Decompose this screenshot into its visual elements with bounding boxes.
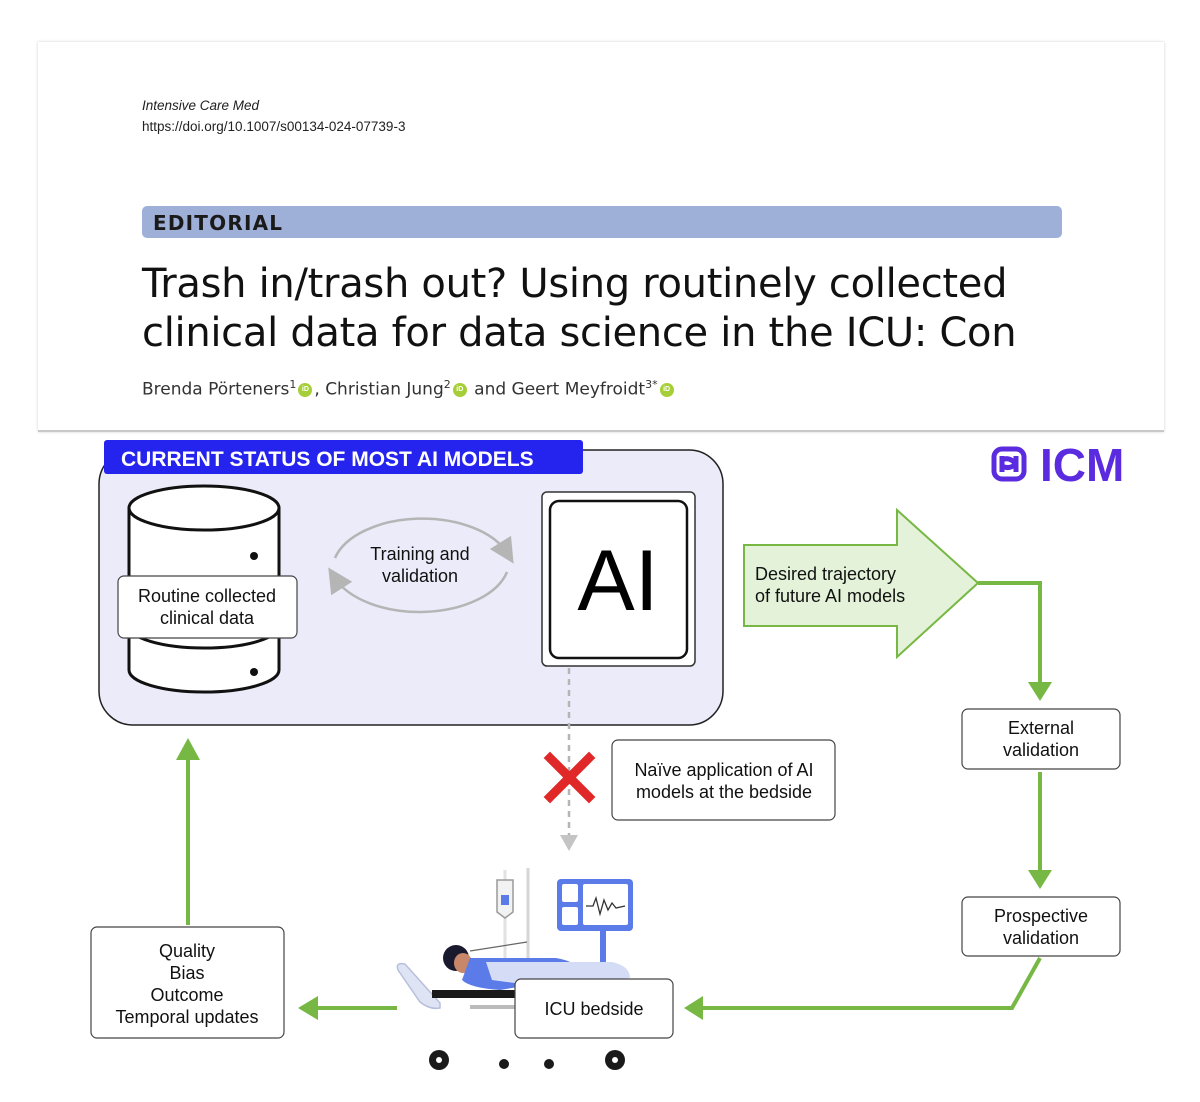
quality-line: Outcome: [150, 985, 223, 1005]
database-label-line1: Routine collected: [138, 586, 276, 606]
external-validation-box: [961, 708, 1121, 770]
status-title-box: [104, 440, 583, 474]
paper-title: Trash in/trash out? Using routinely coll…: [142, 260, 1072, 358]
quality-line: Quality: [159, 941, 215, 961]
naive-label-line1: Naïve application of AI: [634, 760, 813, 780]
section-banner: EDITORIAL: [142, 206, 1062, 238]
database-label-line2: clinical data: [160, 608, 255, 628]
ai-model-label: AI: [577, 533, 658, 629]
prospective-validation-line1: Prospective: [994, 906, 1088, 926]
author-name[interactable]: Brenda Pörteners: [142, 379, 290, 400]
training-label-line1: Training and: [370, 544, 469, 564]
orcid-icon[interactable]: iD: [452, 382, 467, 397]
orcid-icon[interactable]: iD: [298, 382, 313, 397]
status-title: CURRENT STATUS OF MOST AI MODELS: [121, 448, 534, 471]
author-conjunction: and: [474, 379, 507, 400]
training-arrow-bottom: [328, 567, 509, 614]
icu-bedside-label: ICU bedside: [544, 999, 643, 1019]
external-validation-line2: validation: [1003, 740, 1079, 760]
training-arrow-top: [333, 517, 514, 564]
quality-line: Bias: [169, 963, 204, 983]
title-line-1: Trash in/trash out? Using routinely coll…: [142, 261, 1008, 307]
flow-arrowheads: [176, 682, 1052, 1020]
icm-logo: ICM: [991, 439, 1124, 491]
trajectory-label-line1: Desired trajectory: [755, 564, 896, 584]
quality-box: [90, 926, 285, 1039]
orcid-icon[interactable]: iD: [659, 382, 674, 397]
icm-logo-icon: [991, 446, 1027, 482]
ai-model-inner: [548, 499, 689, 660]
validation-flow: [186, 581, 1042, 1010]
external-validation-line1: External: [1008, 718, 1074, 738]
naive-label-line2: models at the bedside: [636, 782, 812, 802]
cross-icon: [543, 751, 596, 804]
icu-bed-illustration: [396, 868, 633, 1070]
trajectory-arrow: [743, 507, 980, 660]
author-affiliation: 3*: [645, 378, 658, 391]
author-name[interactable]: Christian Jung: [325, 379, 444, 400]
naive-arrow-head: [560, 835, 578, 851]
icm-logo-text: ICM: [1040, 439, 1124, 491]
quality-line: Temporal updates: [115, 1007, 258, 1027]
prospective-validation-line2: validation: [1003, 928, 1079, 948]
training-label-line2: validation: [382, 566, 458, 586]
trajectory-label-line2: of future AI models: [755, 586, 905, 606]
graphical-abstract: CURRENT STATUS OF MOST AI MODELS ICM Rou…: [90, 439, 1124, 1070]
author-name[interactable]: Geert Meyfroidt: [511, 379, 646, 400]
paper-header: Intensive Care Med https://doi.org/10.10…: [38, 42, 1164, 432]
author-affiliation: 2: [443, 378, 451, 391]
prospective-validation-box: [961, 896, 1121, 957]
title-line-2: clinical data for data science in the IC…: [142, 310, 1017, 356]
naive-label-box: [611, 739, 836, 821]
doi-link[interactable]: https://doi.org/10.1007/s00134-024-07739…: [142, 119, 406, 134]
author-affiliation: 1: [289, 378, 297, 391]
section-label: EDITORIAL: [153, 211, 284, 235]
database-label-box: [117, 575, 298, 639]
icu-bedside-box: [514, 978, 674, 1039]
journal-name: Intensive Care Med: [142, 98, 260, 113]
